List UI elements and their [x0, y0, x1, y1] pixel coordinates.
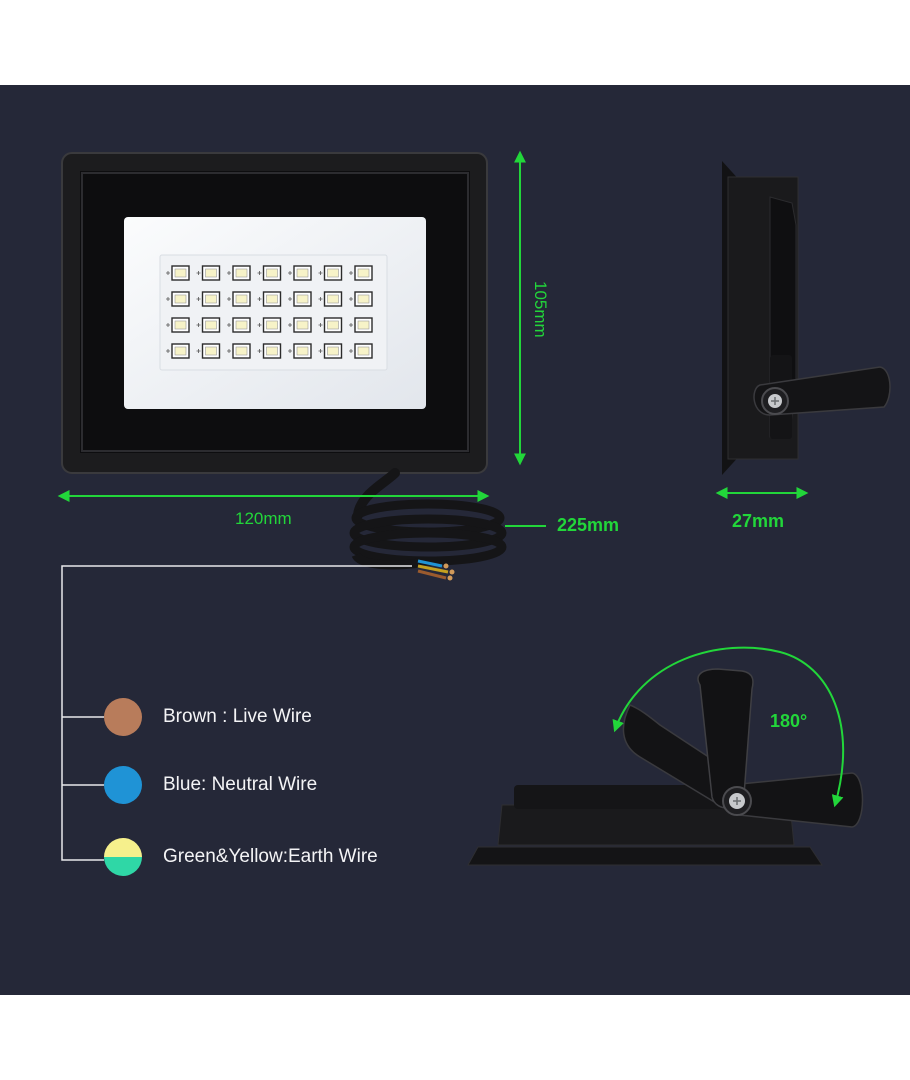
led-polarity-mark [288, 271, 292, 275]
led-polarity-mark [349, 349, 353, 353]
green-yellow-wire-swatch [104, 838, 142, 876]
brown-wire-swatch [104, 698, 142, 736]
led-phosphor [266, 320, 278, 330]
led-polarity-mark [257, 297, 262, 301]
led-polarity-mark [166, 297, 170, 301]
led-polarity-mark [318, 323, 323, 327]
led-polarity-mark [349, 271, 353, 275]
led-polarity-mark [196, 297, 201, 301]
led-phosphor [205, 346, 217, 356]
led-phosphor [205, 320, 217, 330]
led-polarity-mark [288, 323, 292, 327]
depth-label: 27mm [732, 511, 785, 531]
led-phosphor [296, 294, 309, 304]
diagram-panel: 120mm 105mm 225mm 27mm 180° Brown : Live… [0, 85, 910, 995]
led-phosphor [235, 346, 248, 356]
led-polarity-mark [349, 323, 353, 327]
led-phosphor [327, 268, 339, 278]
led-polarity-mark [227, 271, 231, 275]
legend-item-live: Brown : Live Wire [104, 698, 312, 736]
led-polarity-mark [288, 349, 292, 353]
led-phosphor [174, 268, 187, 278]
led-polarity-mark [166, 323, 170, 327]
led-phosphor [327, 294, 339, 304]
led-polarity-mark [257, 323, 262, 327]
legend-item-earth: Green&Yellow:Earth Wire [104, 838, 378, 876]
led-polarity-mark [318, 271, 323, 275]
power-cable [349, 468, 507, 581]
front-view-floodlight [61, 152, 488, 474]
led-polarity-mark [196, 271, 201, 275]
led-polarity-mark [196, 323, 201, 327]
led-phosphor [174, 346, 187, 356]
height-label: 105mm [531, 281, 550, 338]
led-phosphor [266, 294, 278, 304]
legend-item-neutral: Blue: Neutral Wire [104, 766, 317, 804]
legend-label-earth: Green&Yellow:Earth Wire [163, 846, 378, 867]
led-phosphor [266, 346, 278, 356]
rotation-label: 180° [770, 711, 808, 731]
led-polarity-mark [166, 271, 170, 275]
cable-length-label: 225mm [557, 515, 620, 535]
led-polarity-mark [257, 349, 262, 353]
led-phosphor [296, 268, 309, 278]
legend-label-live: Brown : Live Wire [163, 706, 312, 727]
led-polarity-mark [288, 297, 292, 301]
rotation-view-floodlight [467, 646, 864, 866]
led-phosphor [296, 320, 309, 330]
led-phosphor [174, 294, 187, 304]
led-polarity-mark [166, 349, 170, 353]
width-label: 120mm [235, 509, 292, 528]
led-polarity-mark [318, 297, 323, 301]
led-phosphor [266, 268, 278, 278]
side-view-floodlight [722, 161, 891, 475]
led-phosphor [357, 346, 370, 356]
led-phosphor [235, 320, 248, 330]
wire-bracket [61, 565, 412, 861]
led-polarity-mark [196, 349, 201, 353]
led-phosphor [357, 268, 370, 278]
led-polarity-mark [257, 271, 262, 275]
legend-label-neutral: Blue: Neutral Wire [163, 774, 318, 795]
led-phosphor [205, 294, 217, 304]
led-phosphor [235, 294, 248, 304]
rotation-arc [612, 646, 845, 808]
led-grid [166, 265, 373, 359]
led-phosphor [205, 268, 217, 278]
led-polarity-mark [227, 323, 231, 327]
led-polarity-mark [349, 297, 353, 301]
led-phosphor [174, 320, 187, 330]
led-phosphor [357, 294, 370, 304]
blue-wire-swatch [104, 766, 142, 804]
led-phosphor [235, 268, 248, 278]
diagram-drawing [57, 150, 891, 866]
led-phosphor [296, 346, 309, 356]
led-phosphor [327, 346, 339, 356]
led-polarity-mark [227, 349, 231, 353]
led-phosphor [327, 320, 339, 330]
led-polarity-mark [318, 349, 323, 353]
led-phosphor [357, 320, 370, 330]
led-polarity-mark [227, 297, 231, 301]
